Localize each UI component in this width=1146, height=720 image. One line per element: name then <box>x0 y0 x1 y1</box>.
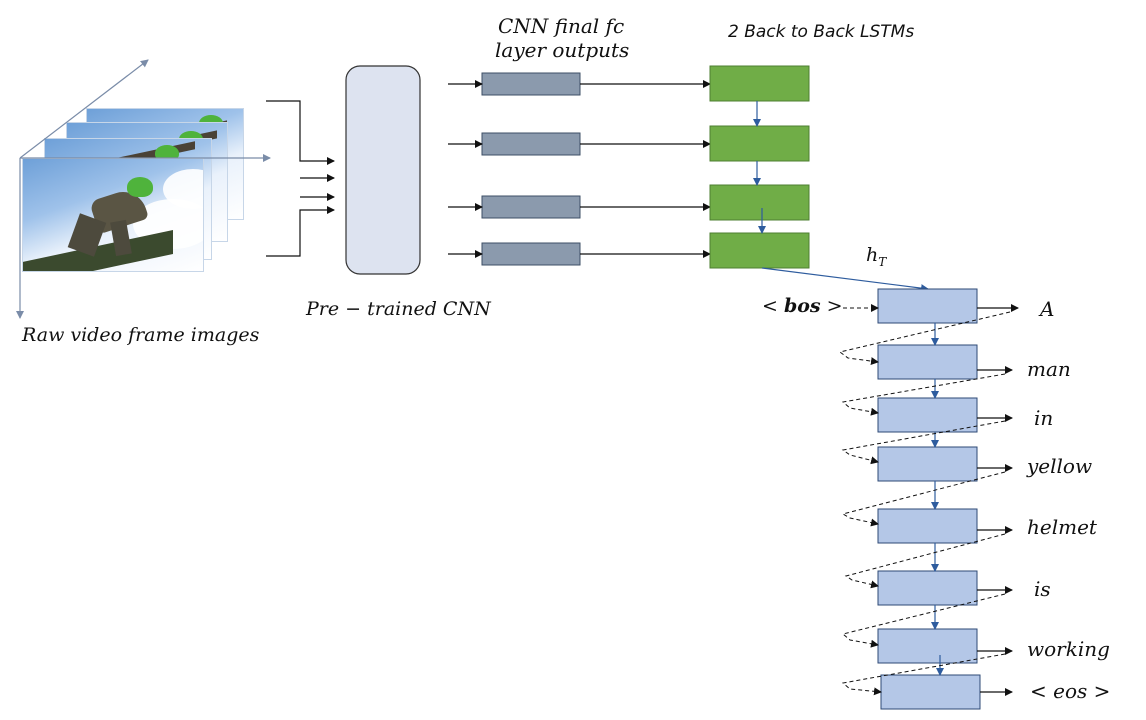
cnn-fc-label: CNN final fc <box>498 14 625 38</box>
lstm-title: 2 Back to Back LSTMs <box>728 22 915 42</box>
decoder-lstm-1 <box>877 288 978 324</box>
raw-video-label: Raw video frame images <box>22 324 260 346</box>
video-frame-1 <box>22 158 204 272</box>
output-word-5: helmet <box>1027 515 1097 539</box>
decoder-chain-arrows <box>931 323 944 676</box>
hidden-state-arrow <box>761 267 929 293</box>
decoder-lstm-5 <box>877 508 978 544</box>
output-word-1: A <box>1040 297 1055 321</box>
frame-axes <box>16 59 271 319</box>
output-word-4: yellow <box>1027 454 1093 478</box>
output-word-3: in <box>1034 406 1054 430</box>
pretrained-cnn-label: Pre − trained CNN <box>306 298 491 320</box>
hidden-state-h: h <box>866 244 879 266</box>
decoder-lstm-6 <box>877 570 978 606</box>
bos-open: < <box>762 295 784 317</box>
fc-to-lstm-arrows <box>580 80 711 258</box>
cnn-fc-label-line2: layer outputs <box>495 38 630 62</box>
decoder-lstm-3 <box>877 397 978 433</box>
fc-output-box-1 <box>481 72 581 96</box>
encoder-chain-arrows <box>753 101 766 234</box>
decoder-lstm-boxes <box>877 288 981 710</box>
worker-figure <box>63 177 153 257</box>
pretrained-cnn-box <box>345 65 421 275</box>
encoder-lstm-3 <box>709 184 810 221</box>
hidden-state-label: hT <box>866 244 886 269</box>
fc-output-box-4 <box>481 242 581 266</box>
output-word-6: is <box>1034 577 1051 601</box>
cnn-to-fc-arrows <box>448 80 483 258</box>
encoder-lstm-2 <box>709 125 810 162</box>
bos-token: < bos > <box>762 295 843 317</box>
fc-output-boxes <box>481 72 581 266</box>
bos-close: > <box>820 295 843 317</box>
output-word-7: working <box>1027 637 1110 661</box>
fc-output-box-2 <box>481 132 581 156</box>
encoder-lstm-1 <box>709 65 810 102</box>
hidden-state-subscript: T <box>878 254 887 269</box>
frame-to-cnn-connectors <box>266 100 335 257</box>
encoder-lstm-4 <box>709 232 810 269</box>
decoder-lstm-2 <box>877 344 978 380</box>
encoder-lstm-boxes <box>709 65 810 269</box>
decoder-lstm-8 <box>880 674 981 710</box>
output-word-8: < eos > <box>1030 679 1111 703</box>
decoder-output-arrows <box>977 304 1019 696</box>
bos-text: bos <box>783 295 821 317</box>
decoder-lstm-7 <box>877 628 978 664</box>
helmet-icon <box>127 177 153 197</box>
fc-output-box-3 <box>481 195 581 219</box>
decoder-lstm-4 <box>877 446 978 482</box>
output-word-2: man <box>1027 357 1071 381</box>
feedback-dashed-arrows <box>838 304 1011 696</box>
